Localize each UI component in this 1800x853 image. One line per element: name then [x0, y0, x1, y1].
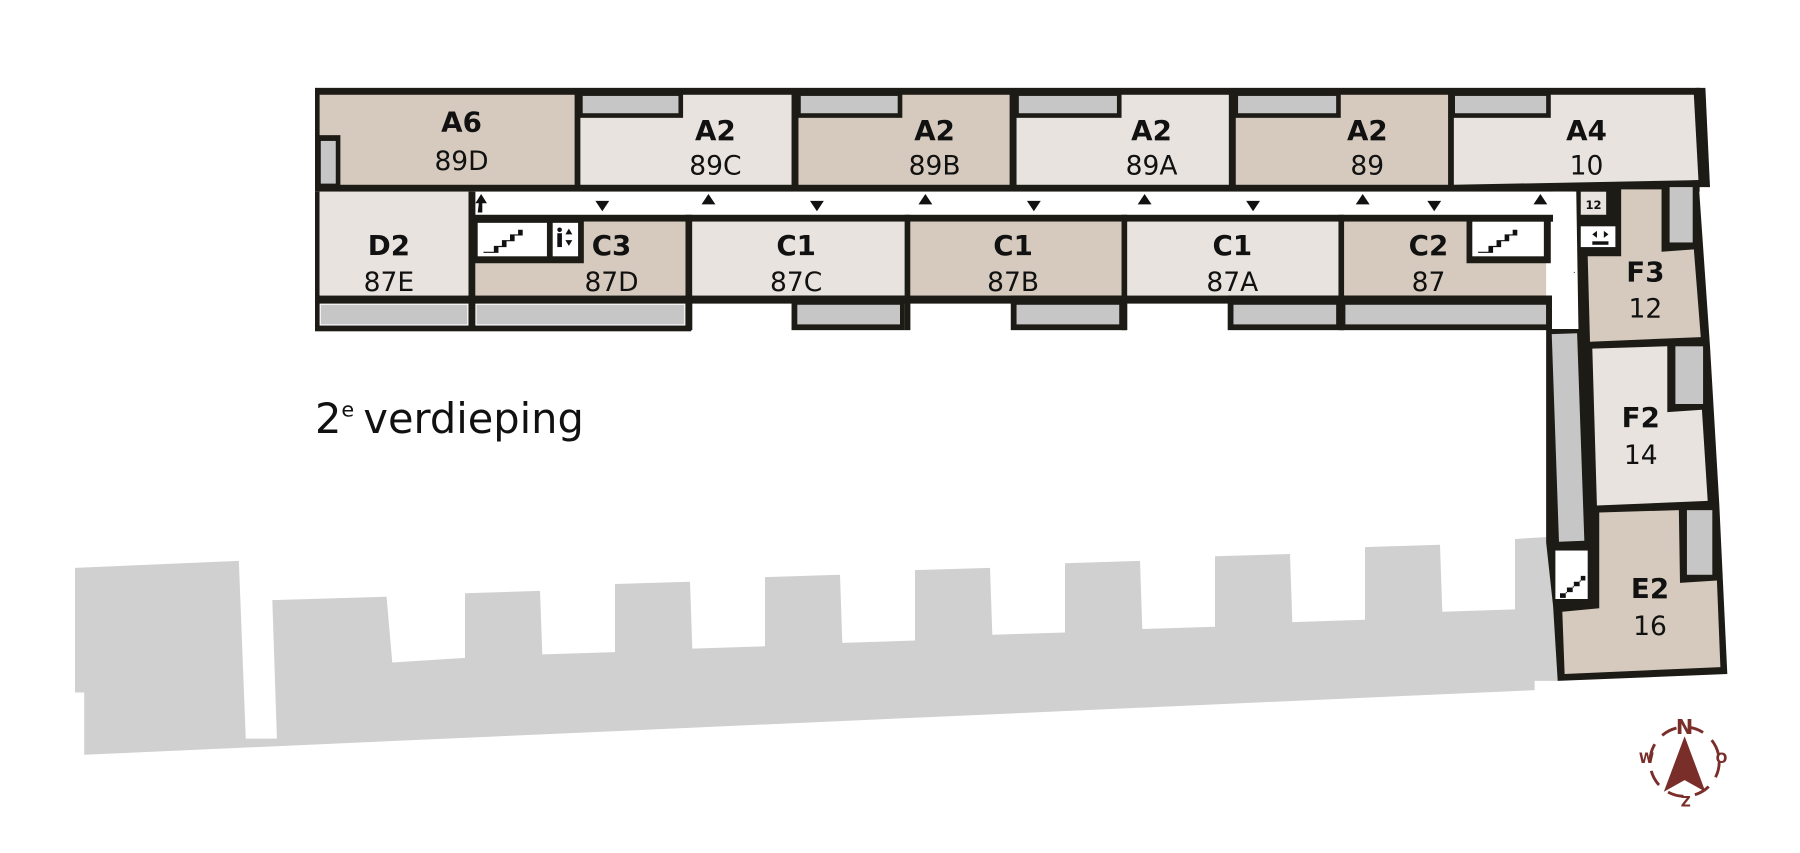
- room-number: 16: [1633, 611, 1667, 642]
- room-number: 12: [1629, 293, 1663, 324]
- compass-rose: N O Z W: [1639, 715, 1728, 811]
- room-code: A2: [914, 114, 955, 147]
- room-code: C3: [592, 229, 632, 262]
- room-number: 87D: [584, 267, 638, 298]
- room-a6[interactable]: A6 89D: [315, 94, 575, 188]
- stairs-icon: [1478, 229, 1518, 253]
- compass-north: N: [1676, 715, 1693, 739]
- room-e2[interactable]: E2 16: [1562, 510, 1721, 674]
- room-a2-89b[interactable]: A2 89B: [796, 92, 1010, 185]
- neighbour-building: [75, 536, 1558, 755]
- room-code: A2: [1347, 114, 1388, 147]
- compass-east: O: [1716, 751, 1728, 767]
- stairs-icon: [1560, 575, 1586, 598]
- room-number: 87C: [770, 267, 822, 298]
- room-code: C1: [1213, 229, 1253, 262]
- room-number: 10: [1570, 150, 1604, 181]
- room-f3[interactable]: F3 12: [1587, 187, 1701, 342]
- storage-corridor: [1551, 333, 1585, 542]
- room-code: C2: [1409, 229, 1449, 262]
- room-number: 89C: [689, 150, 741, 181]
- elevator-icon: [557, 227, 573, 248]
- room-number: 87E: [364, 267, 415, 298]
- room-c1-87c[interactable]: C1 87C: [692, 221, 905, 331]
- corridor: [473, 191, 1579, 218]
- room-f2[interactable]: F2 14: [1592, 346, 1708, 506]
- room-a2-89c[interactable]: A2 89C: [576, 92, 792, 185]
- room-c2[interactable]: C2 87: [1341, 217, 1552, 331]
- room-code: F2: [1622, 401, 1660, 434]
- room-code: F3: [1626, 256, 1664, 289]
- small-room-12[interactable]: [1580, 191, 1607, 215]
- room-code: A6: [441, 106, 482, 139]
- stairs-icon: [483, 229, 523, 253]
- room-number: 89: [1350, 150, 1384, 181]
- room-c3[interactable]: C3 87D: [473, 219, 686, 325]
- room-code: A4: [1566, 114, 1607, 147]
- room-number: 14: [1624, 440, 1658, 471]
- room-a2-89[interactable]: A2 89: [1233, 92, 1449, 185]
- room-code: C1: [993, 229, 1033, 262]
- compass-west: W: [1639, 751, 1654, 767]
- room-code: A2: [695, 114, 736, 147]
- room-number: 87B: [987, 267, 1039, 298]
- small-room-label: 12: [1585, 198, 1601, 212]
- room-a2-89a[interactable]: A2 89A: [1014, 92, 1229, 185]
- room-c1-87a[interactable]: C1 87A: [1127, 221, 1344, 331]
- room-c1-87b[interactable]: C1 87B: [910, 221, 1127, 331]
- room-number: 87: [1412, 267, 1446, 298]
- room-number: 89A: [1126, 150, 1178, 181]
- elevator-icon: [1592, 230, 1609, 245]
- room-code: A2: [1131, 114, 1172, 147]
- room-code: E2: [1631, 572, 1669, 605]
- room-number: 89B: [909, 150, 961, 181]
- room-a4[interactable]: A4 10: [1451, 92, 1699, 185]
- room-d2[interactable]: D2 87E: [319, 191, 469, 325]
- compass-south: Z: [1681, 795, 1691, 811]
- room-code: D2: [368, 229, 410, 262]
- room-number: 89D: [434, 146, 488, 177]
- room-code: C1: [776, 229, 816, 262]
- room-number: 87A: [1206, 267, 1258, 298]
